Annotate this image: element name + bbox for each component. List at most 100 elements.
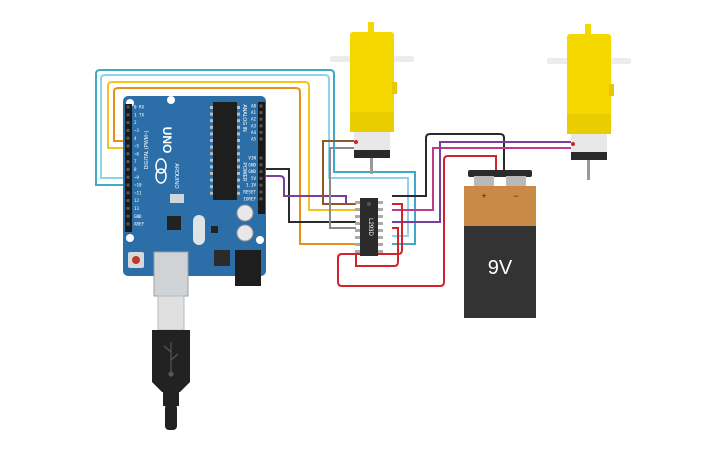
driver-pin[interactable] — [355, 215, 360, 218]
chip-pin — [237, 185, 240, 189]
chip-pin — [237, 165, 240, 169]
l293d-driver-ic[interactable]: L293D — [355, 198, 383, 256]
wire-purple-motor2[interactable] — [392, 141, 571, 223]
driver-pin[interactable] — [355, 243, 360, 246]
analog-pin[interactable] — [259, 130, 263, 134]
wire-pink-motor2[interactable] — [392, 147, 571, 211]
mount-hole — [167, 96, 175, 104]
digital-pin[interactable] — [126, 144, 130, 148]
digital-pin-label: 8 — [134, 167, 137, 172]
wire-grey-motor1[interactable] — [329, 147, 356, 229]
wire-black-battery[interactable] — [392, 133, 505, 197]
chip-pin — [237, 152, 240, 156]
battery-9v[interactable]: + − 9V — [464, 170, 536, 318]
digital-pin[interactable] — [126, 128, 130, 132]
analog-pin[interactable] — [259, 137, 263, 141]
led-block — [170, 194, 184, 203]
driver-pin[interactable] — [378, 201, 383, 204]
usb-strain-relief — [163, 392, 179, 406]
digital-pin-label: ~11 — [134, 190, 142, 195]
analog-pin[interactable] — [259, 111, 263, 115]
driver-pin[interactable] — [378, 243, 383, 246]
digital-pin[interactable] — [126, 152, 130, 156]
digital-pin[interactable] — [126, 121, 130, 125]
driver-pin[interactable] — [378, 236, 383, 239]
analog-pin[interactable] — [259, 124, 263, 128]
digital-header-label: DIGITAL (PWM~) — [144, 130, 150, 169]
digital-pin[interactable] — [126, 167, 130, 171]
capacitor-2 — [236, 224, 254, 242]
power-pin[interactable] — [259, 170, 263, 174]
gear-motor-left[interactable] — [330, 22, 414, 174]
chip-pin — [237, 112, 240, 116]
chip-pin — [210, 119, 213, 123]
digital-pin[interactable] — [126, 175, 130, 179]
digital-pin[interactable] — [126, 113, 130, 117]
digital-pin-dots — [126, 105, 130, 226]
terminal-minus — [506, 176, 526, 186]
driver-pin[interactable] — [355, 222, 360, 225]
chip-pin — [210, 132, 213, 136]
usb-cord — [165, 404, 177, 430]
driver-pin[interactable] — [355, 201, 360, 204]
digital-pin[interactable] — [126, 191, 130, 195]
analog-pin-label: A2 — [251, 117, 257, 122]
wire-red-battery[interactable] — [337, 155, 497, 287]
wire-red-chip[interactable] — [355, 227, 399, 267]
digital-pin[interactable] — [126, 214, 130, 218]
driver-pin[interactable] — [378, 208, 383, 211]
driver-label: L293D — [367, 218, 373, 236]
power-pin[interactable] — [259, 176, 263, 180]
digital-pin[interactable] — [126, 136, 130, 140]
wire-blue-outer[interactable] — [95, 69, 416, 245]
motor-shaft-top — [585, 24, 591, 34]
uno-logo: UNO ARDUINO — [155, 127, 179, 189]
digital-pin[interactable] — [126, 183, 130, 187]
power-pin[interactable] — [259, 190, 263, 194]
usb-cable[interactable] — [152, 295, 190, 430]
digital-pin-label: 13 — [134, 206, 140, 211]
power-pin[interactable] — [259, 156, 263, 160]
battery-plus-label: + — [481, 191, 486, 201]
digital-pin[interactable] — [126, 206, 130, 210]
power-pin[interactable] — [259, 163, 263, 167]
digital-pin-label: ~5 — [134, 144, 140, 149]
driver-pin[interactable] — [378, 222, 383, 225]
chip-pin — [237, 119, 240, 123]
digital-pin[interactable] — [126, 222, 130, 226]
capacitor-1 — [236, 204, 254, 222]
reset-button-cap[interactable] — [132, 256, 140, 264]
driver-pin[interactable] — [355, 208, 360, 211]
svg-text:UNO: UNO — [160, 127, 174, 154]
terminal-red — [354, 140, 358, 144]
battery-body — [464, 226, 536, 318]
chip-pin — [237, 172, 240, 175]
wire-brown-motor1[interactable] — [322, 140, 356, 205]
driver-pin[interactable] — [355, 250, 360, 253]
digital-pin[interactable] — [126, 160, 130, 164]
wire-orange[interactable] — [113, 87, 356, 245]
crystal — [193, 215, 205, 245]
power-pin[interactable] — [259, 183, 263, 187]
power-pin[interactable] — [259, 197, 263, 201]
chip-pin — [237, 125, 240, 129]
digital-pin[interactable] — [126, 199, 130, 203]
chip-pin — [210, 106, 213, 109]
driver-body — [360, 198, 378, 256]
motor-shaft-top — [368, 22, 374, 32]
wire-yellow[interactable] — [107, 81, 356, 211]
digital-pin[interactable] — [126, 105, 130, 109]
analog-pin[interactable] — [259, 104, 263, 108]
driver-pin[interactable] — [355, 236, 360, 239]
analog-pin[interactable] — [259, 117, 263, 121]
driver-pin[interactable] — [378, 250, 383, 253]
driver-pin[interactable] — [378, 215, 383, 218]
wire-purple[interactable] — [263, 175, 356, 205]
chip-pin — [210, 172, 213, 175]
gear-motor-right[interactable] — [547, 24, 631, 180]
wire-lightblue-outer[interactable] — [100, 74, 409, 237]
driver-pin[interactable] — [355, 229, 360, 232]
driver-pin[interactable] — [378, 229, 383, 232]
motor-shaft-bottom — [587, 160, 590, 180]
